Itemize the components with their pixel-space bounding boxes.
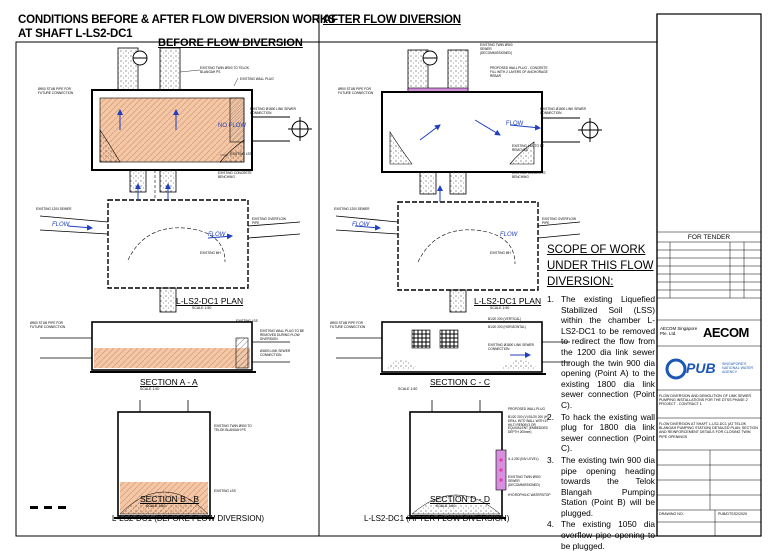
drawing-title: FLOW DIVERSION AT SHAFT L-LS2-DC1 (AT TE…: [659, 422, 758, 439]
sheet-title-line2: AT SHAFT L-LS2-DC1: [18, 28, 133, 40]
section-c-label-stub: Ø900 STUB PIPE FOR FUTURE CONNECTION: [330, 321, 366, 329]
after-flow-right: FLOW: [500, 232, 518, 238]
section-b-title: SECTION B - B: [140, 494, 200, 504]
project-title: FLOW DIVERSION AND DEMOLITION OF LINK SE…: [659, 394, 752, 407]
before-label-overflow: EXISTING OVERFLOW PIPE: [252, 217, 287, 225]
section-d-label-invert: IL 4.200 (INV LEVEL): [508, 457, 539, 461]
section-d: [406, 400, 507, 519]
drawing-no: PUB/DTSS2/2020: [718, 512, 747, 516]
before-flow-right: FLOW: [208, 232, 226, 238]
before-label-lss: EXISTING LSS: [230, 152, 252, 156]
section-d-label-waterstop: HYDROPHILIC WATERSTOP: [508, 493, 551, 497]
section-b-label-twin: EXISTING TWIN Ø900 TO TELOK BLANGAH PS: [214, 424, 252, 432]
section-c: [336, 321, 570, 375]
section-c-scale: SCALE 1:50: [398, 387, 418, 391]
after-title: AFTER FLOW DIVERSION: [323, 14, 461, 26]
before-label-benching: EXISTING CONCRETE BENCHING: [218, 171, 252, 179]
after-footer-title: L-LS2-DC1 (AFTER FLOW DIVERSION): [364, 514, 510, 523]
after-flow-link: FLOW: [506, 121, 524, 127]
after-plan: [335, 49, 602, 313]
before-label-wall-plug: EXISTING WALL PLUG: [240, 77, 274, 81]
aecom-logo: AECOM: [703, 325, 749, 340]
before-heading: BEFORE FLOW DIVERSION: [158, 37, 303, 49]
after-label-benching: EXISTING CONCRETE BENCHING: [512, 171, 546, 179]
consultant-name: AECOM Singapore Pte. Ltd.: [660, 326, 698, 336]
section-a-label-stub: Ø900 STUB PIPE FOR FUTURE CONNECTION: [30, 321, 66, 329]
before-plan-title: L-LS2-DC1 PLAN: [176, 296, 244, 306]
pub-sub: SINGAPORE'S NATIONAL WATER AGENCY: [722, 362, 754, 375]
after-label-lss-removed: EXISTING LSS TO BE REMOVED: [512, 144, 545, 152]
section-c-label-rebar-h: B1/20 200 (HORIZONTAL): [488, 325, 526, 329]
before-plan-scale: SCALE 1:50: [192, 306, 212, 310]
before-plan: [39, 47, 312, 313]
before-label-twin-pipe: EXISTING TWIN Ø900 TO TELOK BLANGAH PS: [200, 66, 250, 74]
section-c-label-link: EXISTING Ø1800 LINK SEWER CONNECTION: [488, 343, 534, 351]
scope-list: 1.The existing Liquefied Stabilized Soil…: [547, 294, 655, 551]
after-label-stub: Ø900 STUB PIPE FOR FUTURE CONNECTION: [338, 87, 374, 95]
scope-of-work: SCOPE OF WORK UNDER THIS FLOW DIVERSION:…: [547, 242, 655, 551]
after-label-overflow: EXISTING OVERFLOW PIPE: [542, 217, 577, 225]
section-d-label-plug: PROPOSED WALL PLUG: [508, 407, 545, 411]
scope-item-2: 2.To hack the existing wall plug for 180…: [547, 411, 655, 454]
scope-title-1: SCOPE OF WORK: [547, 244, 646, 256]
before-no-flow: NO FLOW: [218, 123, 246, 129]
section-d-title: SECTION D - D: [430, 494, 490, 504]
section-c-label-rebar-v: B1/20 200 (VERTICAL): [488, 317, 522, 321]
section-b-scale: SCALE 1:50: [146, 504, 166, 508]
sheet-title-line1: CONDITIONS BEFORE & AFTER FLOW DIVERSION…: [18, 14, 336, 26]
before-label-stub-pipe: Ø900 STUB PIPE FOR FUTURE CONNECTION: [38, 87, 74, 95]
scope-title-3: DIVERSION:: [547, 276, 614, 288]
for-tender: FOR TENDER: [687, 234, 731, 241]
pub-logo: PUB: [686, 360, 716, 376]
section-d-label-drill: B1/20 200 (V) B1/20 200 (H) DRILL INTO W…: [508, 415, 549, 435]
before-label-existing-sewer: EXISTING 1200 SEWER: [36, 207, 72, 211]
scope-item-3: 3.The existing twin 900 dia pipe opening…: [547, 454, 655, 518]
section-c-title: SECTION C - C: [430, 377, 490, 387]
after-flow-left: FLOW: [352, 222, 370, 228]
after-label-twin-decom: EXISTING TWIN Ø900 SEWER (DECOMMISSIONED…: [480, 43, 513, 55]
before-label-mh: EXISTING MH: [200, 251, 221, 255]
scope-title-2: UNDER THIS FLOW: [547, 260, 654, 272]
after-label-link: EXISTING Ø1800 LINK SEWER CONNECTION: [540, 107, 586, 115]
before-flow-left: FLOW: [52, 222, 70, 228]
section-a-label-wall-plug: EXISTING WALL PLUG TO BE REMOVED DURING …: [260, 329, 305, 341]
before-footer-title: L-LS2-DC1 (BEFORE FLOW DIVERSION): [112, 514, 265, 523]
after-label-proposed-wall: PROPOSED WALL PLUG - CONCRETE FILL WITH …: [490, 66, 548, 78]
section-d-scale: SCALE 1:50: [436, 504, 456, 508]
section-a-title: SECTION A - A: [140, 377, 198, 387]
section-a-label-link: Ø1800 LINK SEWER CONNECTION: [260, 349, 291, 357]
after-label-existing-sewer: EXISTING 1200 SEWER: [334, 207, 370, 211]
after-plan-title: L-LS2-DC1 PLAN: [474, 296, 542, 306]
after-label-mh: EXISTING MH: [490, 251, 511, 255]
section-b: [114, 400, 214, 519]
scope-item-4: 4.The existing 1050 dia overflow pipe op…: [547, 519, 655, 551]
after-plan-scale: SCALE 1:50: [490, 306, 510, 310]
section-d-label-twin: EXISTING TWIN Ø900 SEWER (DECOMMISSIONED…: [508, 475, 541, 487]
before-label-link-sewer: EXISTING Ø1800 LINK SEWER CONNECTION: [250, 107, 296, 115]
drawing-no-label: DRAWING NO.: [659, 512, 684, 516]
section-a: [40, 321, 290, 373]
section-b-label-lss: EXISTING LSS: [214, 489, 236, 493]
scope-item-1: 1.The existing Liquefied Stabilized Soil…: [547, 294, 655, 410]
section-a-scale: SCALE 1:50: [140, 387, 160, 391]
section-a-label-lss: EXISTING LSS: [236, 319, 258, 323]
